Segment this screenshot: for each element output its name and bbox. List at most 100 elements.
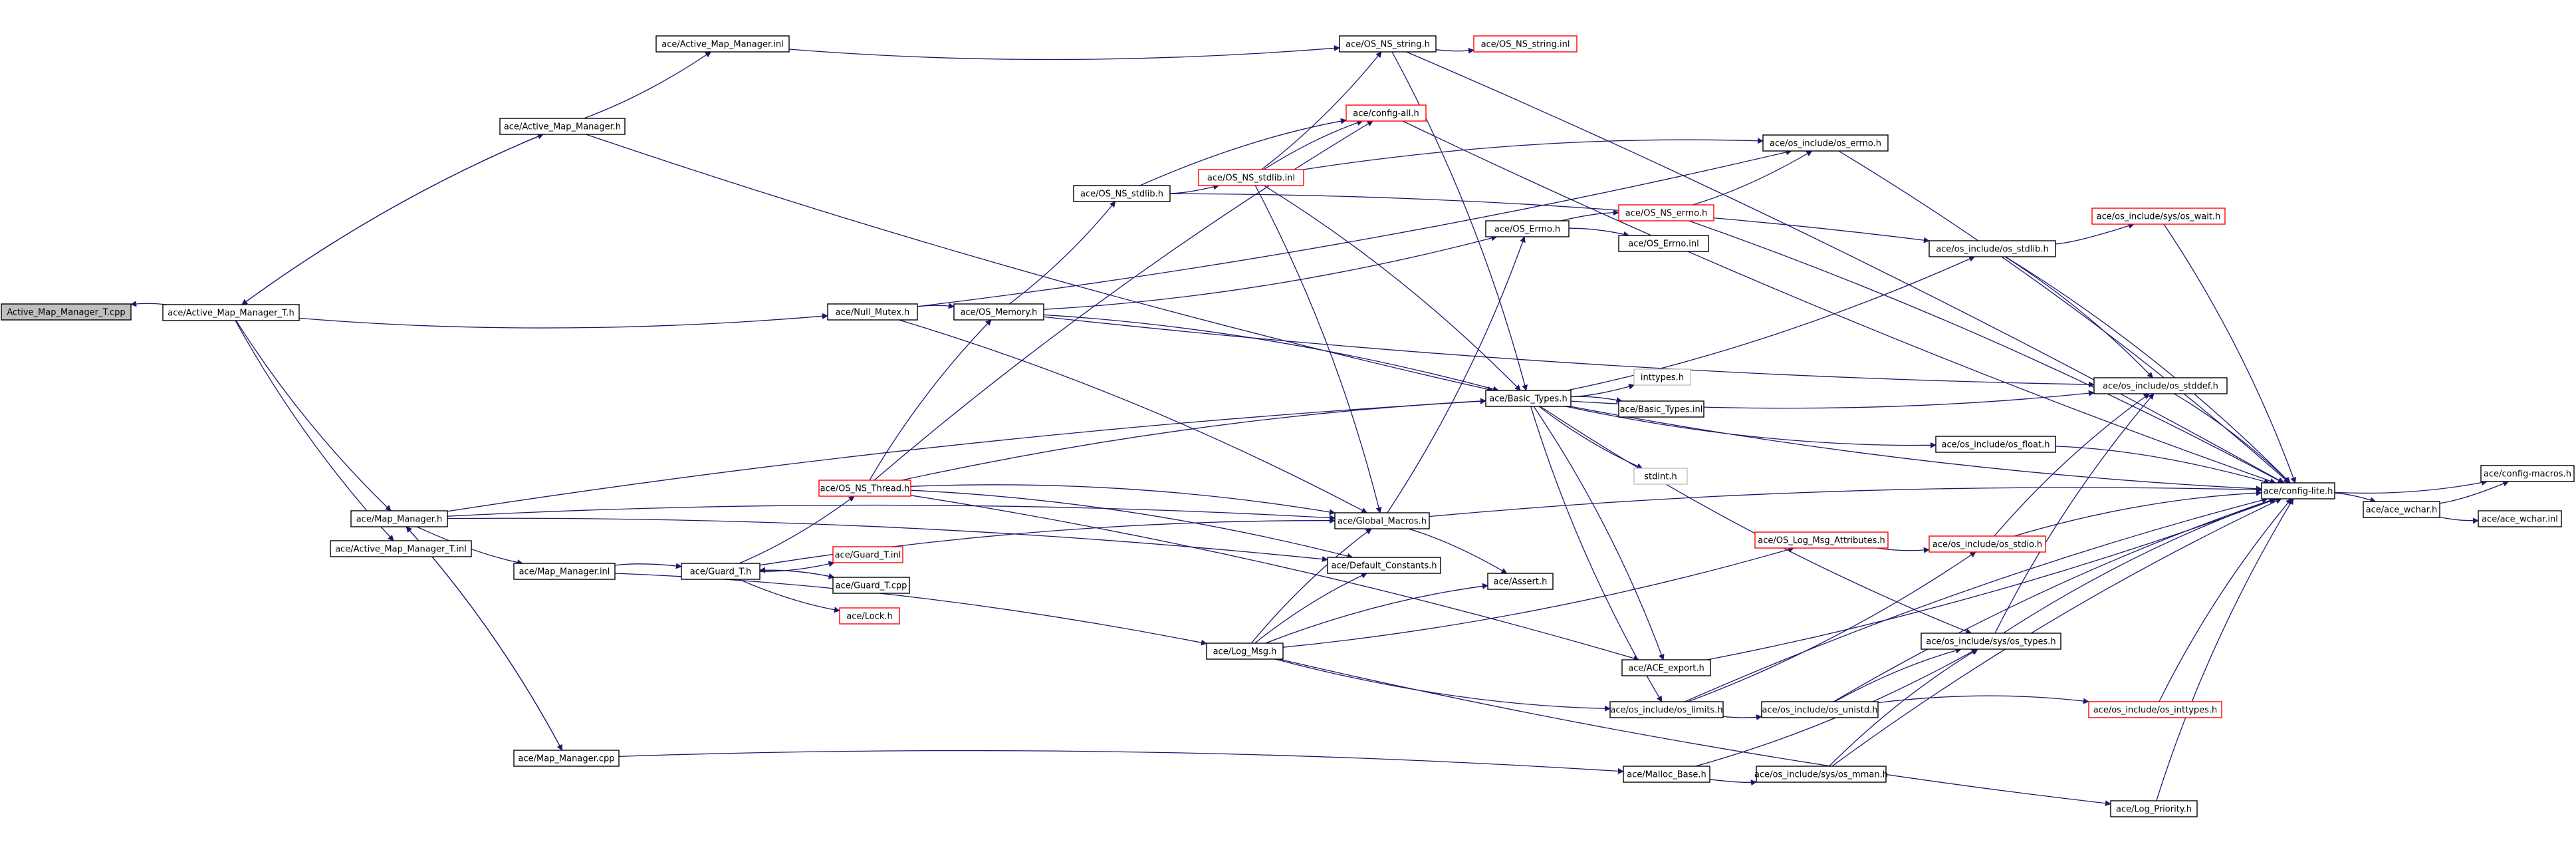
include-file-node[interactable]: ace/OS_Memory.h [953, 303, 1044, 321]
include-file-node[interactable]: ace/OS_NS_Thread.h [818, 480, 911, 497]
include-file-node[interactable]: ace/os_include/sys/os_mman.h [1754, 766, 1888, 783]
include-file-node[interactable]: ace/Log_Msg.h [1206, 642, 1284, 660]
node-label: ace/Log_Msg.h [1213, 647, 1277, 657]
include-file-node[interactable]: ace/os_include/os_unistd.h [1761, 701, 1879, 718]
include-file-node[interactable]: ace/OS_Errno.inl [1618, 235, 1709, 252]
edge-basic_types-to-os_stdlib [1567, 256, 1976, 391]
include-file-node[interactable]: ace/os_include/os_inttypes.h [2088, 701, 2222, 718]
node-label: ace/Active_Map_Manager.inl [661, 40, 784, 50]
node-box [2480, 465, 2575, 482]
include-file-node[interactable]: ace/Active_Map_Manager.h [499, 118, 626, 135]
include-file-node[interactable]: ace/Malloc_Base.h [1623, 766, 1710, 783]
include-file-node[interactable]: ace/ACE_export.h [1621, 659, 1711, 676]
node-label: ace/ace_wchar.inl [2482, 515, 2558, 525]
node-label: ace/os_include/os_limits.h [1610, 706, 1722, 716]
edge-os_float-to-config_lite [2055, 446, 2270, 485]
include-file-node[interactable]: ace/OS_Log_Msg_Attributes.h [1754, 531, 1889, 549]
node-box [2088, 701, 2222, 718]
node-label: ace/Assert.h [1494, 577, 1548, 587]
include-file-node[interactable]: ace/os_include/os_stddef.h [2093, 377, 2228, 394]
node-label: ace/Malloc_Base.h [1627, 770, 1706, 780]
edge-os_stdlib-to-config_lite [2005, 256, 2291, 484]
node-label: ace/Guard_T.cpp [836, 581, 907, 591]
include-file-node[interactable]: ace/OS_Errno.h [1485, 220, 1570, 237]
edge-log_msg-to-assert_h [1265, 583, 1488, 644]
edge-os_unistd-to-os_inttypes [1877, 695, 2089, 704]
edge-ace_wchar_h-to-ace_wchar_inl [2439, 516, 2479, 524]
edge-guard_t_h-to-thread_h [739, 496, 855, 564]
node-label: ace/OS_NS_string.inl [1481, 40, 1570, 50]
include-file-node[interactable]: ace/Basic_Types.inl [1618, 400, 1704, 418]
node-box [499, 118, 626, 135]
include-file-node[interactable]: ace/Null_Mutex.h [827, 303, 918, 321]
edge-errno_h-to-os_errno [1693, 150, 1813, 206]
include-file-node[interactable]: ace/Guard_T.cpp [832, 577, 910, 594]
node-box [1487, 573, 1554, 590]
include-file-node[interactable]: ace/config-lite.h [2261, 482, 2335, 499]
include-file-node[interactable]: ace/Map_Manager.inl [513, 563, 616, 580]
include-file-node[interactable]: ace/Global_Macros.h [1334, 512, 1430, 529]
node-box [1921, 633, 2061, 650]
include-file-node[interactable]: ace/Guard_T.h [681, 563, 761, 580]
node-box [1761, 701, 1879, 718]
include-file-node[interactable]: ace/Assert.h [1487, 573, 1554, 590]
edge-os_types-to-config_lite [2003, 498, 2276, 634]
include-file-node[interactable]: ace/Map_Manager.h [350, 510, 448, 527]
include-file-node[interactable]: stdint.h [1633, 468, 1688, 485]
node-label: ace/OS_Errno.h [1494, 225, 1560, 235]
include-file-node[interactable]: ace/os_include/os_stdio.h [1929, 535, 2046, 553]
edge-thread_h-to-ace_export [910, 495, 1640, 662]
include-file-node[interactable]: ace/os_include/os_limits.h [1609, 701, 1724, 718]
include-file-node[interactable]: ace/Log_Priority.h [2110, 800, 2198, 817]
include-file-node[interactable]: ace/Guard_T.inl [832, 546, 903, 563]
include-file-node[interactable]: ace/Active_Map_Manager_T.inl [330, 540, 472, 557]
edge-os_stdlib-to-os_stddef [2004, 256, 2154, 378]
include-file-node[interactable]: ace/Active_Map_Manager.inl [655, 35, 790, 53]
edge-mm_inl-to-guard_t_h [614, 563, 682, 569]
edge-errno_h-to-config_lite [1689, 220, 2284, 484]
node-label: ace/Basic_Types.h [1489, 394, 1567, 404]
edge-basic_types-to-basic_inl [1570, 396, 1623, 403]
include-file-node[interactable]: ace/os_include/sys/os_wait.h [2091, 208, 2226, 225]
include-file-node[interactable]: ace/os_include/sys/os_types.h [1921, 633, 2061, 650]
edge-os_inttypes-to-config_lite [2159, 498, 2292, 702]
include-file-node[interactable]: ace/OS_NS_string.inl [1473, 35, 1578, 53]
include-file-node[interactable]: ace/config-macros.h [2480, 465, 2575, 482]
node-box [513, 563, 616, 580]
node-box [330, 540, 472, 557]
include-file-node[interactable]: ace/ace_wchar.inl [2478, 510, 2562, 527]
include-file-node[interactable]: ace/Active_Map_Manager_T.h [162, 304, 300, 321]
node-label: ace/Guard_T.h [690, 567, 751, 577]
node-box [832, 577, 910, 594]
include-file-node[interactable]: ace/OS_NS_stdlib.inl [1198, 169, 1304, 186]
include-file-node[interactable]: ace/config-all.h [1346, 104, 1427, 122]
node-label: ace/os_include/os_stdio.h [1932, 540, 2042, 550]
node-label: ace/os_include/os_inttypes.h [2093, 706, 2218, 716]
include-file-node[interactable]: ace/os_include/os_stdlib.h [1929, 240, 2056, 257]
edge-mm_h-to-basic_types [447, 398, 1486, 512]
edge-sys_mman-to-os_types [1829, 648, 1978, 767]
include-file-node[interactable]: ace/os_include/os_float.h [1935, 436, 2056, 453]
edge-oserrno_h-to-errno_inl [1568, 227, 1630, 237]
include-file-node[interactable]: ace/OS_NS_string.h [1339, 35, 1437, 53]
node-label: ace/ace_wchar.h [2366, 505, 2438, 515]
edge-config_lite-to-config_macros [2334, 480, 2488, 494]
edge-mm_cpp-to-malloc_base [618, 750, 1624, 774]
include-file-node[interactable]: ace/Default_Constants.h [1327, 557, 1441, 574]
edge-amt_h-to-nm_h [298, 313, 828, 329]
edge-malloc_base-to-sys_mman [1709, 779, 1757, 786]
include-file-node[interactable]: ace/OS_NS_errno.h [1618, 204, 1714, 221]
include-file-node[interactable]: ace/ace_wchar.h [2363, 501, 2440, 518]
include-file-node[interactable]: ace/Map_Manager.cpp [513, 750, 620, 767]
edge-thread_h-to-default_const [910, 490, 1353, 559]
edge-basic_types-to-os_types [1540, 406, 1972, 635]
include-file-node[interactable]: ace/OS_NS_stdlib.h [1073, 185, 1171, 202]
node-box [681, 563, 761, 580]
edge-sys_wait-to-config_lite [2163, 223, 2297, 484]
include-file-node[interactable]: ace/Lock.h [839, 607, 900, 625]
include-file-node[interactable]: inttypes.h [1633, 368, 1691, 386]
include-file-node[interactable]: ace/os_include/os_errno.h [1762, 134, 1889, 152]
include-file-node[interactable]: ace/Basic_Types.h [1485, 390, 1572, 407]
edge-stdlib_inl-to-os_errno [1303, 138, 1764, 170]
node-label: ace/config-lite.h [2264, 487, 2333, 497]
